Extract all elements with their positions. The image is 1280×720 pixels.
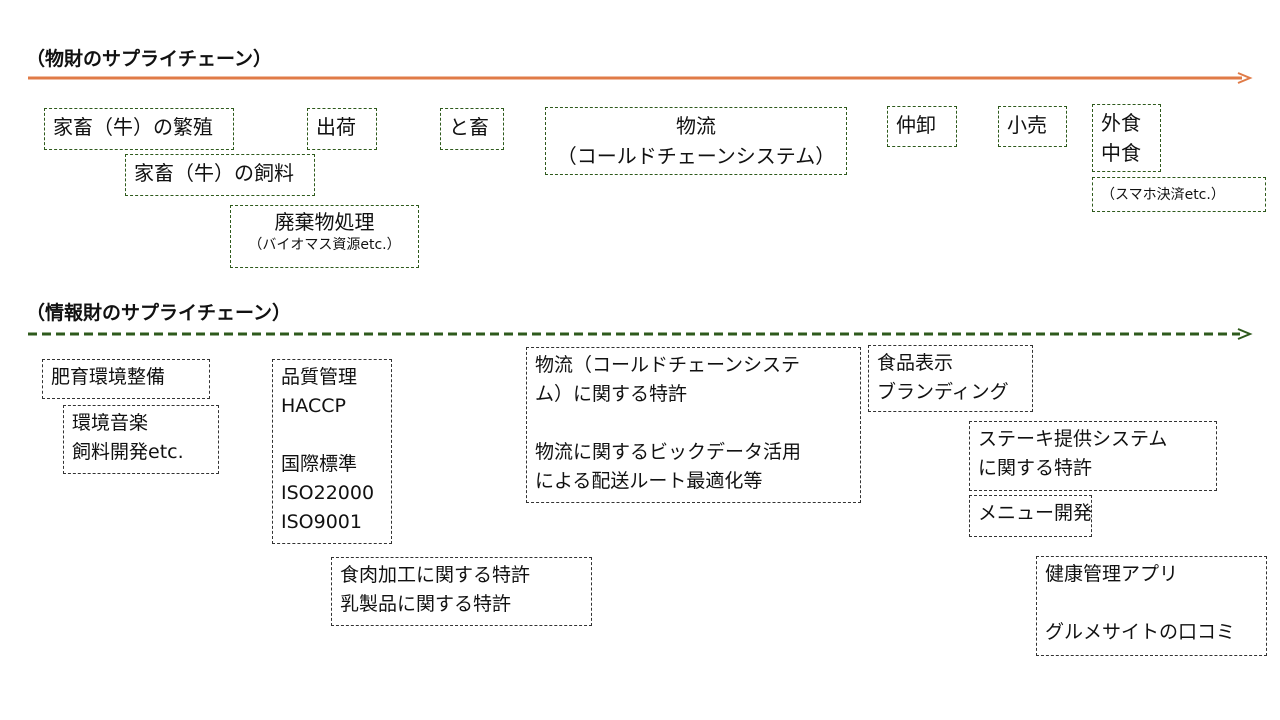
box-payment: （スマホ決済etc.） [1092,177,1266,212]
text-line: による配送ルート最適化等 [535,470,763,492]
box-logistics-patent: 物流（コールドチェーンシステ ム）に関する特許 物流に関するビックデータ活用 に… [526,347,861,503]
logistics-label: 物流 [676,114,716,138]
box-breeding: 家畜（牛）の繁殖 [44,108,234,150]
waste-note: （バイオマス資源etc.） [248,237,401,253]
text-line [1045,589,1258,618]
waste-label: 廃棄物処理 [274,210,375,234]
box-retail: 小売 [998,106,1067,147]
text-line: ISO9001 [281,511,362,533]
box-logistics: 物流 （コールドチェーンシステム） [545,107,847,175]
physical-chain-title: （物財のサプライチェーン） [26,48,273,70]
box-processing: 食肉加工に関する特許 乳製品に関する特許 [331,557,592,626]
box-slaughter: と畜 [440,108,504,150]
info-chain-title: （情報財のサプライチェーン） [26,302,292,324]
text-line: 品質管理 [281,366,358,388]
text-line: HACCP [281,395,346,417]
box-feed: 家畜（牛）の飼料 [125,154,315,196]
music-line: 環境音楽 [72,412,149,434]
text-line: ステーキ提供システム [978,428,1168,450]
ready-meals: 中食 [1101,141,1141,165]
text-line: 食肉加工に関する特許 [340,564,531,586]
box-wholesale: 仲卸 [887,106,957,147]
info-chain-arrow [28,328,1253,340]
text-line: 食品表示 [877,352,954,374]
box-quality: 品質管理 HACCP 国際標準 ISO22000 ISO9001 [272,359,392,544]
text-line [281,421,383,450]
box-menu: メニュー開発 [969,495,1092,537]
text-line: に関する特許 [978,457,1093,479]
text-line: ム）に関する特許 [535,383,688,405]
text-line: 物流（コールドチェーンシステ [535,354,801,376]
box-music: 環境音楽 飼料開発etc. [63,405,219,474]
text-line: ブランディング [877,381,1009,403]
text-line: グルメサイトの口コミ [1045,621,1236,643]
logistics-note: （コールドチェーンシステム） [556,144,836,168]
text-line: 国際標準 [281,453,358,475]
text-line: 物流に関するビックデータ活用 [535,441,802,463]
text-line: 健康管理アプリ [1045,563,1179,585]
text-line [535,409,852,438]
text-line: 乳製品に関する特許 [340,593,512,615]
box-steak: ステーキ提供システム に関する特許 [969,421,1217,491]
box-fattening: 肥育環境整備 [42,359,210,399]
text-line: ISO22000 [281,482,375,504]
physical-chain-arrow [28,72,1253,84]
box-dining: 外食 中食 [1092,104,1161,172]
box-waste: 廃棄物処理 （バイオマス資源etc.） [230,205,419,268]
box-shipping: 出荷 [307,108,377,150]
dining-out: 外食 [1101,111,1141,135]
box-health: 健康管理アプリ グルメサイトの口コミ [1036,556,1267,656]
box-labeling: 食品表示 ブランディング [868,345,1033,412]
feed-dev-line: 飼料開発etc. [72,441,184,463]
